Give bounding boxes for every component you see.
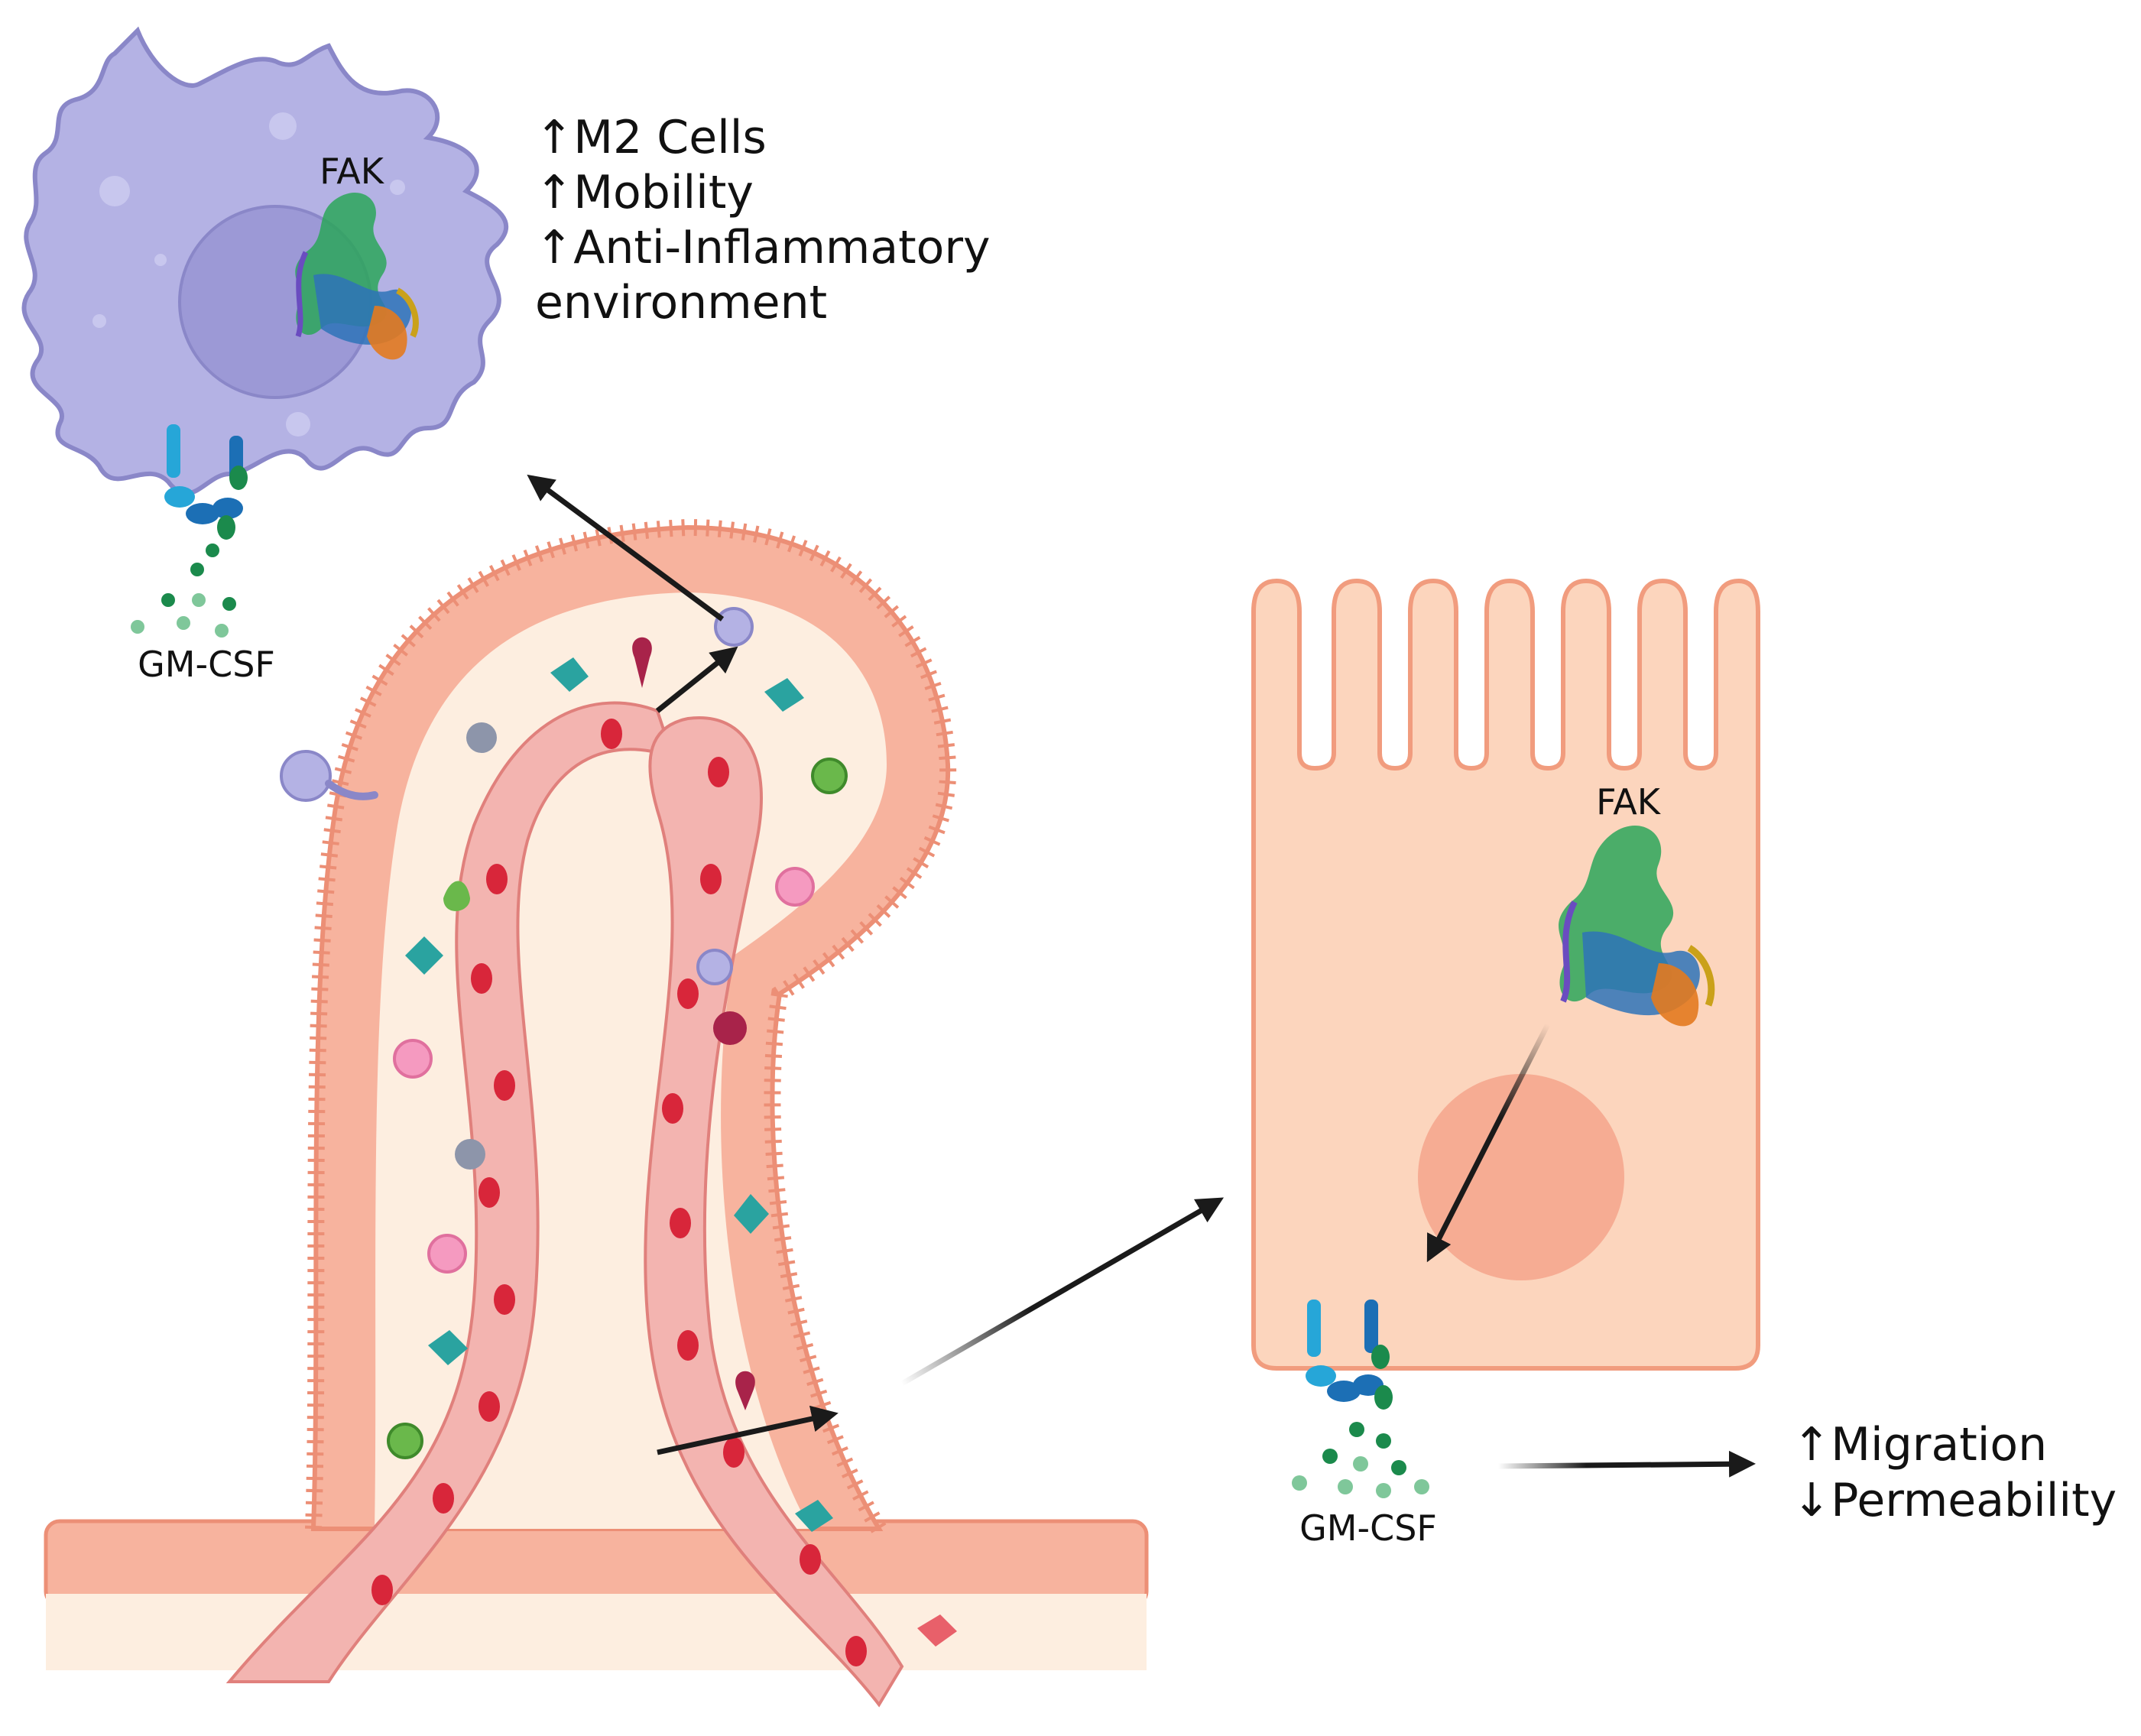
macrophage-vesicles xyxy=(92,112,405,436)
macrophage-effect-3: ↑Anti-Inflammatory xyxy=(535,221,991,274)
macrophage-effect-1: ↑M2 Cells xyxy=(535,111,767,164)
capillary-left xyxy=(225,701,676,1683)
macrophage-fak-protein-icon xyxy=(295,192,419,360)
epithelial-fak-label: FAK xyxy=(1596,781,1662,823)
arrow-fak-to-nucleus xyxy=(1426,1023,1551,1263)
epithelial-cell: FAK GM-CSF xyxy=(1251,578,1760,1549)
macrophage-effect-2: ↑Mobility xyxy=(535,166,754,219)
base-epithelium xyxy=(44,1519,1149,1608)
epithelial-effect-2: ↓Permeability xyxy=(1792,1474,2117,1527)
luminal-macrophage xyxy=(280,750,378,802)
intestinal-villus xyxy=(44,518,1149,1708)
epithelial-gmcsf-particles xyxy=(1292,1422,1429,1498)
red-blood-cells xyxy=(371,719,867,1666)
arrow-villus-to-macrophage xyxy=(527,474,725,621)
arrow-gmcsf-to-effects xyxy=(1497,1450,1756,1478)
epithelial-nucleus xyxy=(1418,1074,1624,1280)
epithelial-cell-membrane xyxy=(1251,578,1760,1371)
macrophage-cell: FAK GM-CSF xyxy=(21,26,509,685)
macrophage-gmcsf-particles xyxy=(131,544,236,638)
lamina-immune-cells xyxy=(387,607,957,1647)
macrophage-fak-label: FAK xyxy=(320,151,385,192)
epithelial-effects-list: ↑Migration ↓Permeability xyxy=(1792,1418,2117,1527)
epithelial-gmcsf-receptor-icon xyxy=(1306,1300,1393,1410)
arrow-capillary-to-epithelium xyxy=(657,1405,839,1455)
arrow-epithelium-to-cell xyxy=(900,1197,1225,1387)
macrophage-gmcsf-label: GM-CSF xyxy=(138,644,275,685)
macrophage-effects-list: ↑M2 Cells ↑Mobility ↑Anti-Inflammatory e… xyxy=(535,111,991,329)
villus-brush-border xyxy=(305,518,957,1533)
arrows xyxy=(527,474,1756,1478)
arrow-capillary-to-macrophage xyxy=(655,646,738,713)
epithelial-fak-protein-icon xyxy=(1559,825,1715,1027)
base-lamina xyxy=(46,1594,1147,1670)
macrophage-gmcsf-receptor-icon xyxy=(164,424,248,540)
epithelial-gmcsf-label: GM-CSF xyxy=(1299,1507,1437,1549)
epithelial-effect-1: ↑Migration xyxy=(1792,1418,2047,1472)
macrophage-effect-4: environment xyxy=(535,276,827,329)
